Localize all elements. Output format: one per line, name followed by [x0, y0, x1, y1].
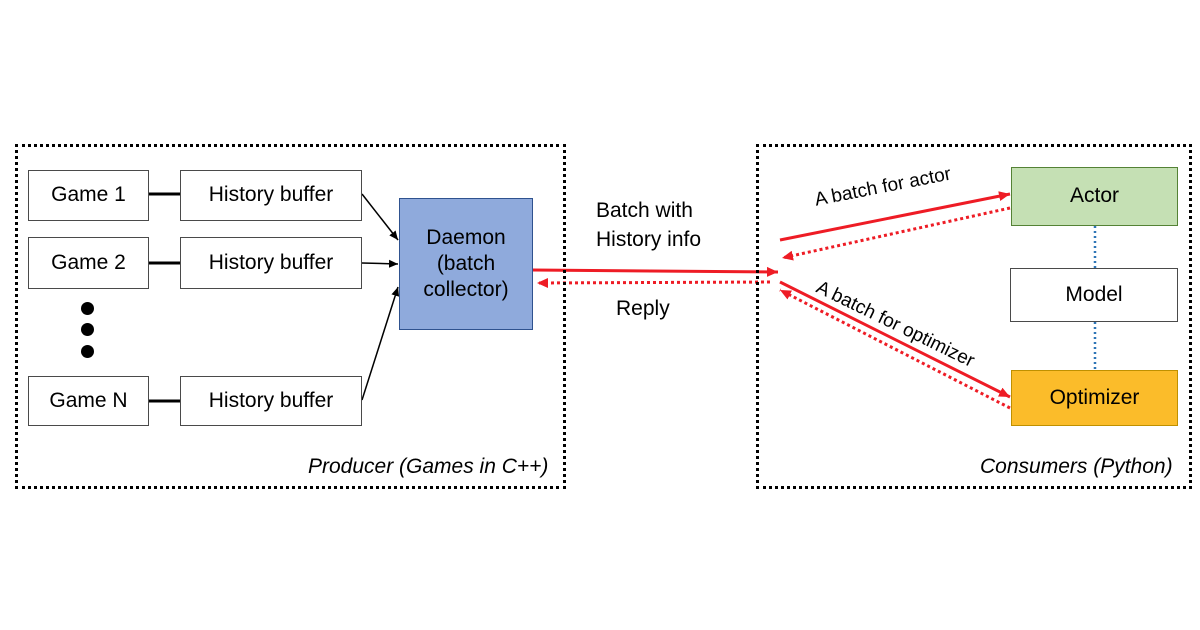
- actor-box: Actor: [1011, 167, 1178, 226]
- producer-group: [15, 144, 566, 489]
- forward-label-line-1: Batch with: [596, 199, 693, 222]
- daemon-batch-collector-box: Daemon (batch collector): [399, 198, 533, 330]
- optimizer-return-arrow: [779, 288, 1011, 410]
- history-buffer-n-label: History buffer: [208, 388, 334, 412]
- batch-to-optimizer-arrow: [779, 280, 1011, 399]
- batch-to-actor-arrow: [779, 191, 1011, 242]
- model-box: Model: [1010, 268, 1178, 322]
- consumers-caption: Consumers (Python): [980, 455, 1173, 478]
- producer-caption: Producer (Games in C++): [308, 455, 549, 478]
- reply-label: Reply: [616, 297, 670, 320]
- history-buffer-n-box: History buffer: [180, 376, 362, 426]
- reply-back-arrow: [536, 277, 771, 288]
- game-n-box: Game N: [28, 376, 149, 426]
- ellipsis-dot-3: [81, 345, 94, 358]
- buffer1-to-daemon-arrow: [361, 193, 399, 241]
- history-buffer-1-label: History buffer: [208, 183, 334, 207]
- consumers-group: [756, 144, 1192, 489]
- game-2-box: Game 2: [28, 237, 149, 289]
- history-buffer-2-box: History buffer: [180, 237, 362, 289]
- game-1-label: Game 1: [51, 183, 126, 207]
- history-buffer-2-label: History buffer: [208, 250, 334, 274]
- daemon-line-2: (batch: [436, 251, 496, 275]
- game-n-label: Game N: [49, 388, 128, 412]
- optimizer-box: Optimizer: [1011, 370, 1178, 426]
- forward-label-line-2: History info: [596, 228, 702, 251]
- buffer2-to-daemon-arrow: [361, 259, 399, 268]
- bufferN-to-daemon-arrow: [361, 286, 400, 401]
- model-label: Model: [1065, 282, 1123, 306]
- game-1-box: Game 1: [28, 170, 149, 221]
- actor-return-arrow: [781, 206, 1011, 261]
- ellipsis-dot-1: [81, 302, 94, 315]
- optimizer-label: Optimizer: [1049, 385, 1140, 409]
- daemon-line-3: collector): [423, 278, 509, 302]
- game-2-label: Game 2: [51, 250, 126, 274]
- batch-forward-arrow: [532, 266, 779, 277]
- history-buffer-1-box: History buffer: [180, 170, 362, 221]
- actor-label: Actor: [1069, 184, 1119, 208]
- ellipsis-dot-2: [81, 323, 94, 336]
- daemon-line-1: Daemon: [426, 225, 506, 249]
